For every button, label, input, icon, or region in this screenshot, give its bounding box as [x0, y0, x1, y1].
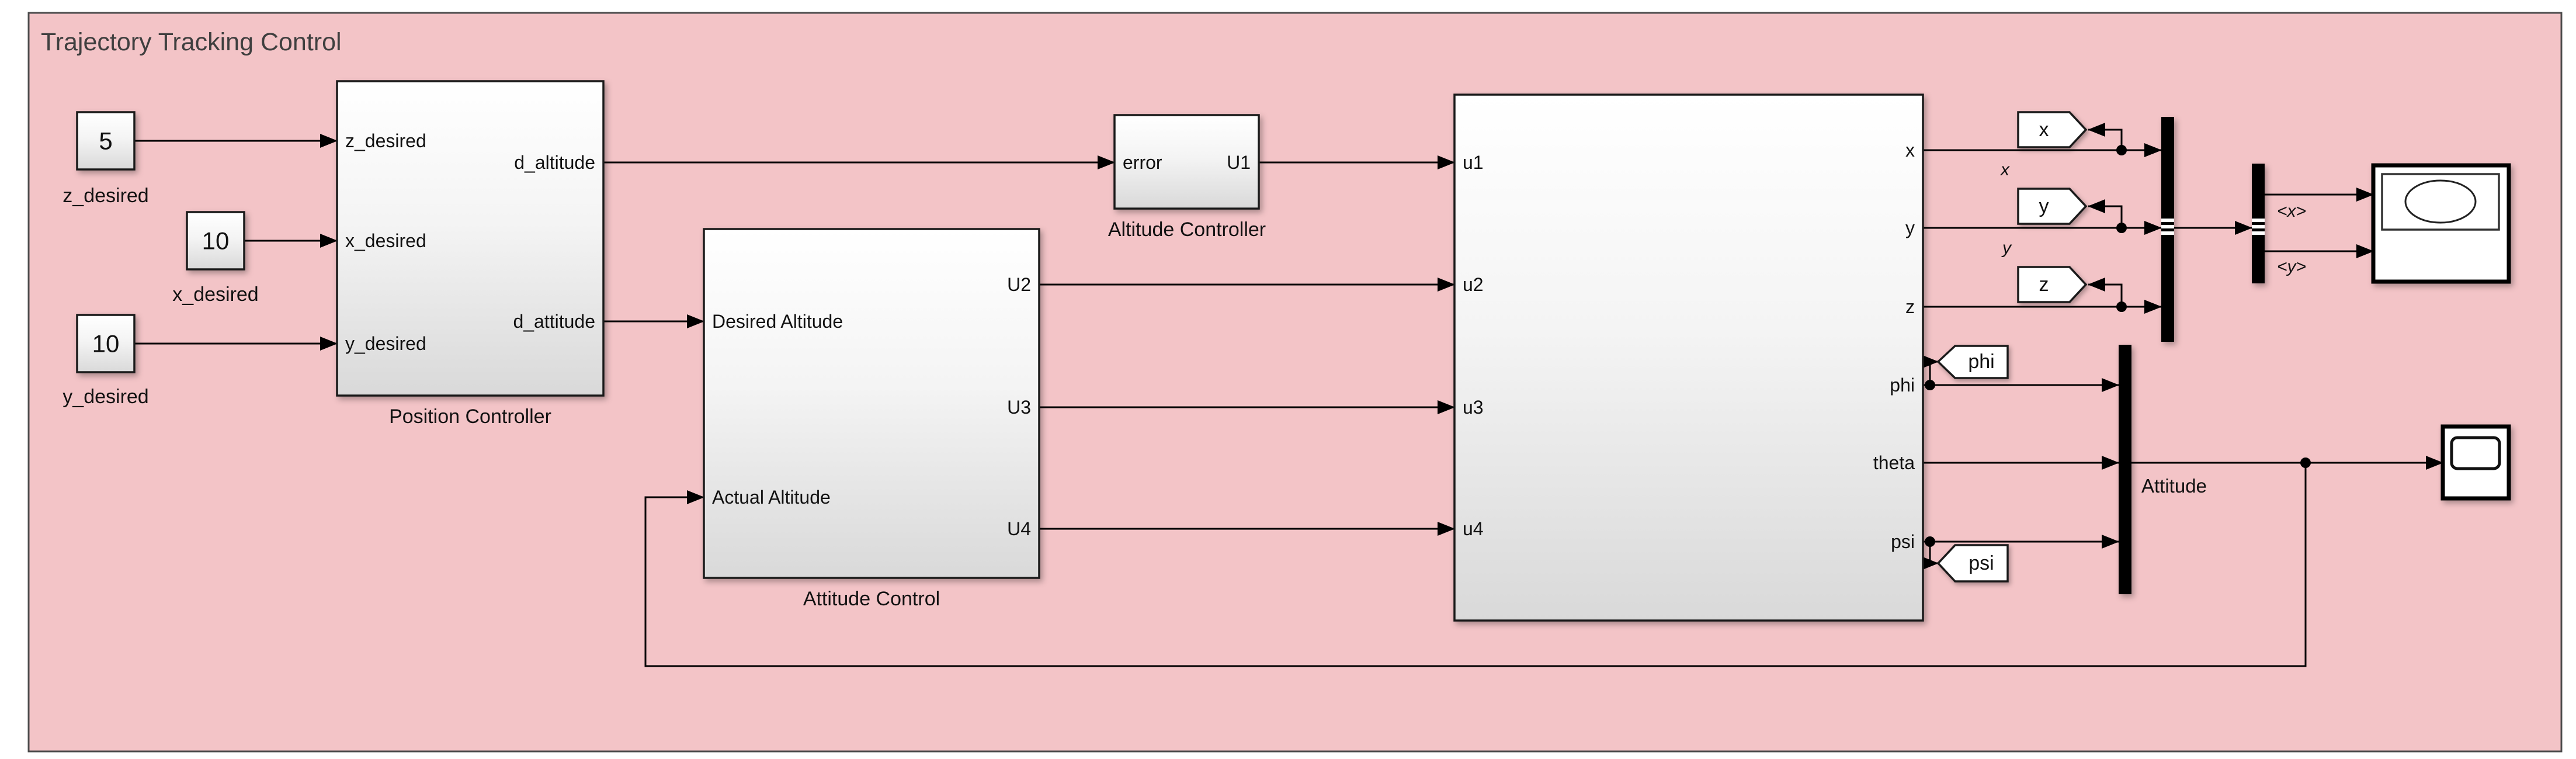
constant-x-desired[interactable]: 10 x_desired	[172, 211, 259, 306]
constant-z-label: z_desired	[63, 185, 148, 207]
goto-tag-phi-text: phi	[1968, 351, 1994, 373]
bus-selector-stripe	[2252, 231, 2265, 235]
wire-feedback-actual-altitude[interactable]	[644, 463, 2307, 667]
pc-inport-y: y_desired	[345, 333, 426, 354]
plant-outport-psi: psi	[1891, 531, 1915, 552]
plant-outport-x: x	[1905, 140, 1915, 161]
signal-label-bus-y: <y>	[2277, 257, 2306, 276]
plant-block[interactable]: u1 u2 u3 u4 x y z phi theta psi	[1453, 93, 1924, 622]
mux-stripe	[2161, 225, 2174, 228]
signal-label-bus-x: <x>	[2277, 202, 2306, 221]
bus-selector[interactable]	[2252, 164, 2265, 283]
goto-tag-psi[interactable]: psi	[1936, 544, 2009, 583]
plant-outport-z: z	[1905, 296, 1915, 317]
goto-tag-z-text: z	[2039, 273, 2049, 296]
mux-position-bar[interactable]	[2161, 117, 2174, 342]
junction-z	[2116, 301, 2127, 312]
scope-screen-icon	[2450, 436, 2501, 470]
bus-selector-stripe	[2252, 219, 2265, 222]
atc-inport-actual-altitude: Actual Altitude	[712, 487, 831, 508]
position-controller-label: Position Controller	[389, 406, 551, 428]
plant-inport-u2: u2	[1463, 274, 1484, 295]
branch-phi-to-goto[interactable]	[1921, 355, 1939, 385]
junction-phi	[1925, 380, 1935, 390]
attitude-control-label: Attitude Control	[803, 588, 940, 610]
goto-tag-phi[interactable]: phi	[1936, 345, 2009, 379]
goto-tag-phi-shape[interactable]	[1936, 345, 2009, 379]
junction-y	[2116, 223, 2127, 233]
atc-inport-desired-altitude: Desired Altitude	[712, 311, 843, 332]
pc-outport-daltitude: d_altitude	[514, 152, 595, 173]
xy-graph-ellipse-icon	[2404, 179, 2477, 224]
position-controller-block[interactable]: z_desired x_desired y_desired d_altitude…	[336, 80, 605, 428]
junction-attitude	[2300, 458, 2311, 468]
attitude-control-box[interactable]	[703, 228, 1040, 579]
wires	[134, 123, 2443, 667]
plant-outport-y: y	[1905, 217, 1915, 238]
plant-outport-theta: theta	[1873, 452, 1915, 473]
constant-x-value: 10	[202, 227, 230, 255]
xy-graph-block[interactable]	[2371, 163, 2511, 284]
signal-label-y: y	[2001, 238, 2012, 258]
signal-label-x: x	[1999, 160, 2010, 179]
mux-stripe	[2161, 219, 2174, 222]
ac-outport-u1: U1	[1227, 152, 1251, 173]
attitude-control-block[interactable]: Desired Altitude Actual Altitude U2 U3 U…	[703, 228, 1040, 610]
branch-x-to-goto[interactable]	[2088, 123, 2123, 150]
goto-tag-psi-text: psi	[1969, 552, 1994, 574]
goto-tag-z-shape[interactable]	[2017, 266, 2088, 303]
altitude-controller-block[interactable]: error U1 Altitude Controller	[1108, 114, 1266, 241]
pc-outport-dattitude: d_attitude	[513, 311, 595, 332]
branch-z-to-goto[interactable]	[2088, 278, 2123, 307]
pc-inport-x: x_desired	[345, 230, 426, 251]
ac-inport-error: error	[1123, 152, 1162, 173]
atc-outport-u4: U4	[1007, 518, 1031, 539]
plant-outport-phi: phi	[1890, 375, 1915, 396]
constant-z-box[interactable]	[76, 111, 136, 171]
constant-z-value: 5	[99, 127, 112, 155]
area-title: Trajectory Tracking Control	[41, 28, 342, 56]
constant-x-box[interactable]	[186, 211, 245, 271]
mux-stripe	[2161, 231, 2174, 235]
pc-inport-z: z_desired	[345, 130, 426, 151]
scope-block[interactable]	[2440, 424, 2511, 501]
junction-dots	[1925, 145, 2311, 547]
xy-graph-screen	[2381, 173, 2500, 231]
plant-box[interactable]	[1453, 93, 1924, 622]
altitude-controller-label: Altitude Controller	[1108, 219, 1266, 241]
constant-z-desired[interactable]: 5 z_desired	[63, 111, 149, 207]
constant-y-box[interactable]	[76, 314, 136, 373]
mux-attitude-bar[interactable]	[2119, 345, 2131, 594]
goto-tag-psi-shape[interactable]	[1936, 544, 2009, 583]
junction-psi	[1925, 536, 1935, 547]
branch-y-to-goto[interactable]	[2088, 199, 2123, 228]
altitude-controller-box[interactable]	[1113, 114, 1260, 210]
bus-selector-stripe	[2252, 225, 2265, 228]
constant-y-label: y_desired	[63, 386, 148, 408]
goto-tag-x-shape[interactable]	[2017, 111, 2088, 148]
constant-y-desired[interactable]: 10 y_desired	[63, 314, 149, 408]
goto-tag-x[interactable]: x	[2017, 111, 2088, 148]
mux-attitude[interactable]	[2119, 345, 2131, 594]
branch-psi-to-goto[interactable]	[1921, 542, 1939, 570]
position-controller-box[interactable]	[336, 80, 605, 397]
atc-outport-u2: U2	[1007, 274, 1031, 295]
goto-tag-y-text: y	[2039, 195, 2049, 217]
goto-tag-y[interactable]: y	[2017, 188, 2088, 225]
signal-label-attitude: Attitude	[2141, 475, 2207, 497]
junction-x	[2116, 145, 2127, 155]
goto-tag-x-text: x	[2039, 119, 2049, 141]
atc-outport-u3: U3	[1007, 397, 1031, 418]
bus-selector-bar[interactable]	[2252, 164, 2265, 283]
constant-x-label: x_desired	[172, 283, 258, 306]
constant-y-value: 10	[92, 330, 120, 358]
goto-tag-z[interactable]: z	[2017, 266, 2088, 303]
plant-inport-u1: u1	[1463, 152, 1484, 173]
plant-inport-u3: u3	[1463, 397, 1484, 418]
mux-position[interactable]	[2161, 117, 2174, 342]
plant-inport-u4: u4	[1463, 518, 1484, 539]
goto-tag-y-shape[interactable]	[2017, 188, 2088, 225]
